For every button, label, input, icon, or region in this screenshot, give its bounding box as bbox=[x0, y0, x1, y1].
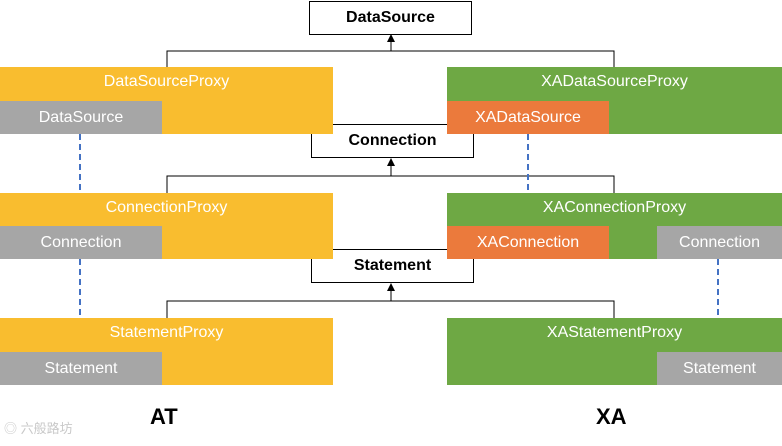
at-datasource-proxy-title: DataSourceProxy bbox=[103, 73, 230, 90]
connection-interface-label: Connection bbox=[348, 132, 437, 149]
xa-datasource-wrapped-label: XADataSource bbox=[475, 108, 581, 126]
at-statement-proxy-box: StatementProxy Statement bbox=[0, 318, 333, 385]
xa-connection-proxy-title: XAConnectionProxy bbox=[542, 199, 687, 216]
xa-datasource-proxy-title: XADataSourceProxy bbox=[541, 73, 688, 90]
xa-datasource-proxy-box: XADataSourceProxy XADataSource bbox=[447, 67, 782, 134]
datasource-interface-box: DataSource bbox=[309, 1, 472, 35]
statement-implements-lines bbox=[166, 283, 615, 318]
at-datasource-wrapped-box: DataSource bbox=[0, 101, 162, 134]
at-datasource-proxy-box: DataSourceProxy DataSource bbox=[0, 67, 333, 134]
xa-statement-wrapped-label: Statement bbox=[683, 359, 756, 377]
xa-connection-wrapped-label: XAConnection bbox=[476, 233, 580, 251]
at-statement-wrapped-box: Statement bbox=[0, 352, 162, 385]
datasource-interface-label: DataSource bbox=[346, 9, 435, 26]
xa-connection-physical-label: Connection bbox=[679, 233, 760, 251]
statement-interface-label: Statement bbox=[353, 257, 432, 274]
at-connection-wrapped-box: Connection bbox=[0, 226, 162, 259]
connection-implements-lines bbox=[166, 158, 615, 193]
xa-mode-label: XA bbox=[596, 404, 627, 429]
datasource-implements-lines bbox=[166, 34, 615, 67]
xa-connection-wrapped-box: XAConnection bbox=[447, 226, 609, 259]
watermark: ◎ 六般路坊 bbox=[4, 418, 73, 437]
at-statement-wrapped-label: Statement bbox=[44, 359, 118, 377]
at-connection-proxy-box: ConnectionProxy Connection bbox=[0, 193, 333, 259]
xa-statement-proxy-box: XAStatementProxy Statement bbox=[447, 318, 782, 385]
xa-statement-wrapped-box: Statement bbox=[657, 352, 782, 385]
at-connection-proxy-title: ConnectionProxy bbox=[105, 199, 228, 216]
at-statement-proxy-title: StatementProxy bbox=[109, 324, 224, 341]
xa-statement-proxy-title: XAStatementProxy bbox=[546, 324, 683, 341]
at-datasource-wrapped-label: DataSource bbox=[38, 108, 124, 126]
xa-connection-proxy-box: XAConnectionProxy XAConnection Connectio… bbox=[447, 193, 782, 259]
at-mode-label: AT bbox=[150, 404, 178, 429]
watermark-logo-icon: ◎ bbox=[4, 421, 18, 436]
at-connection-wrapped-label: Connection bbox=[40, 233, 122, 251]
connection-interface-box: Connection bbox=[311, 124, 474, 158]
xa-connection-physical-box: Connection bbox=[657, 226, 782, 259]
watermark-text: 六般路坊 bbox=[20, 421, 73, 436]
xa-datasource-wrapped-box: XADataSource bbox=[447, 101, 609, 134]
statement-interface-box: Statement bbox=[311, 249, 474, 283]
